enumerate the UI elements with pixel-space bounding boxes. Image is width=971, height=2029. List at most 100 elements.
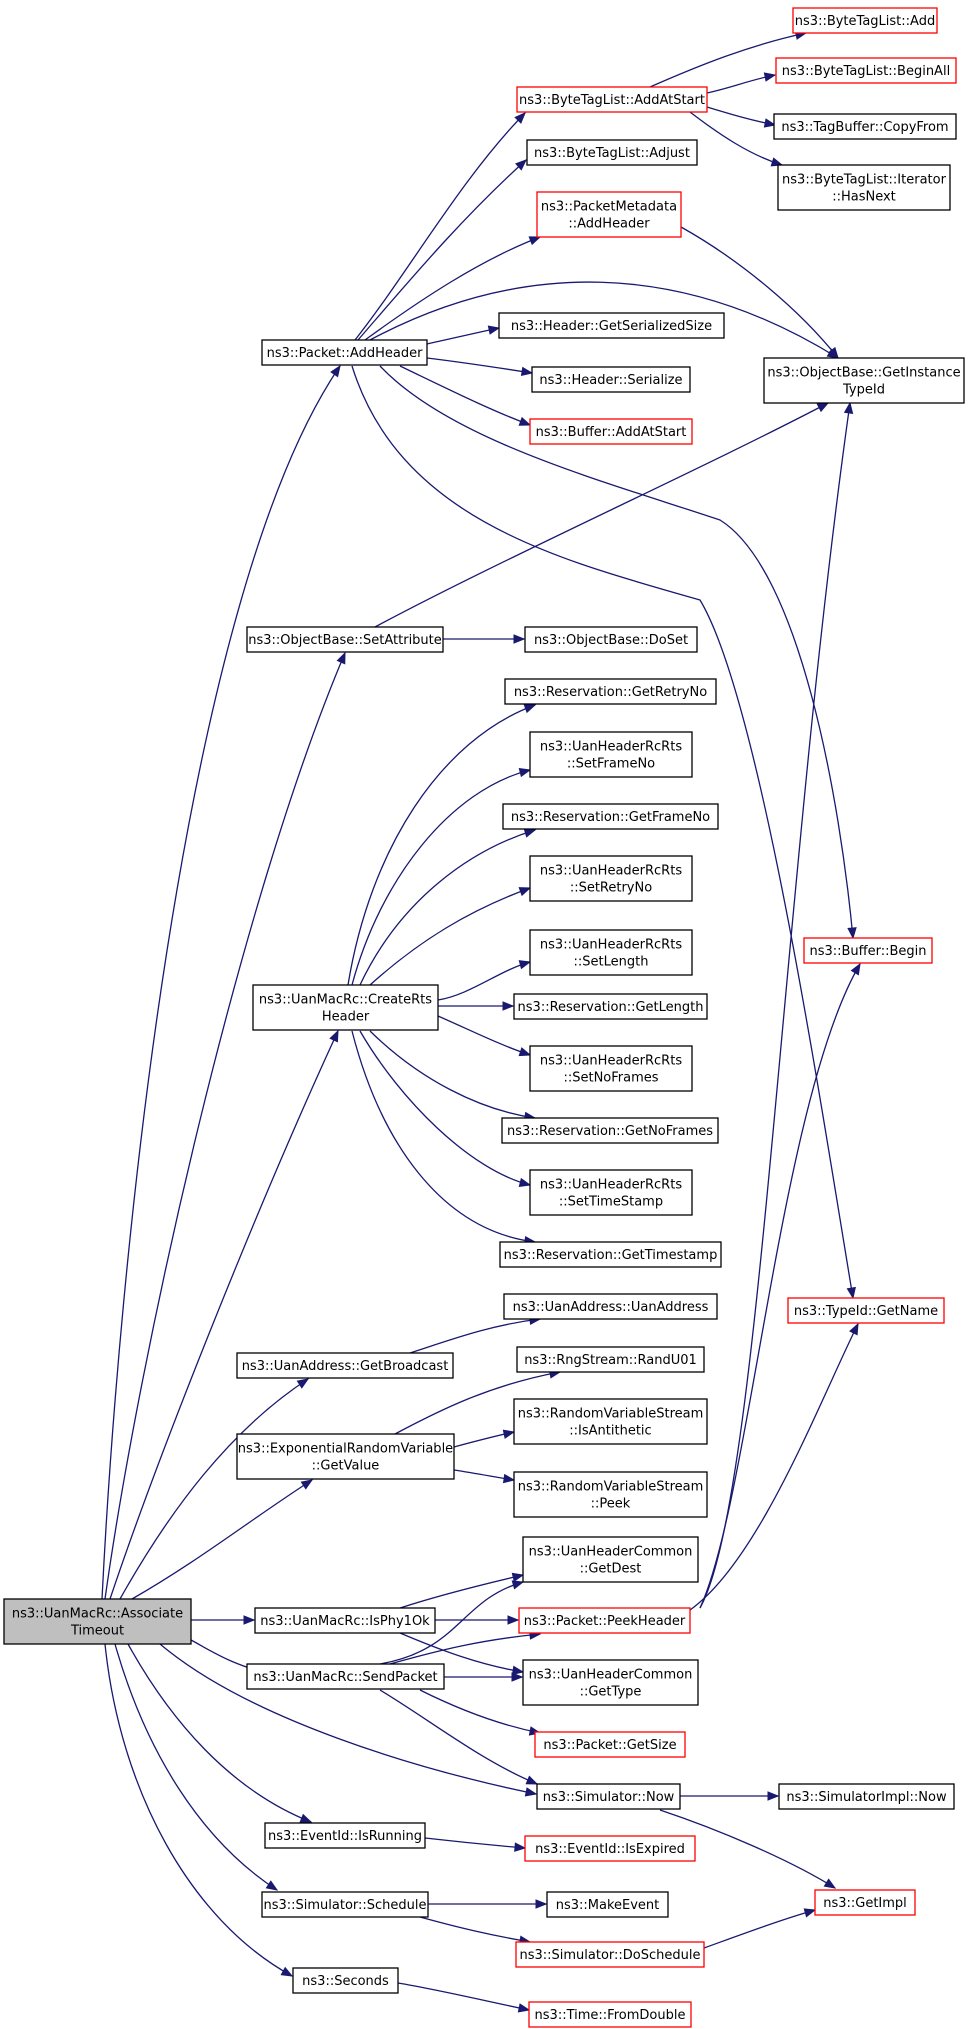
function-node-iterHasNext[interactable]: ns3::ByteTagList::Iterator::HasNext: [777, 164, 951, 211]
function-node-uanAddress[interactable]: ns3::UanAddress::UanAddress: [503, 1293, 718, 1320]
function-node-getImpl[interactable]: ns3::GetImpl: [814, 1889, 916, 1916]
call-edge-addHeader-to-btlAdjust: [357, 159, 527, 341]
arrowhead-root-to-setAttribute: [336, 651, 346, 665]
function-node-label: ns3::TypeId::GetName: [794, 1304, 938, 1319]
function-node-label: ns3::RngStream::RandU01: [524, 1353, 697, 1368]
arrowhead-sendPacket-to-simNow: [525, 1775, 539, 1785]
function-node-label: ns3::UanAddress::GetBroadcast: [242, 1359, 449, 1374]
function-node-box: [529, 731, 693, 778]
function-node-label: ns3::UanHeaderRcRts: [540, 1178, 682, 1193]
function-node-box: [261, 1891, 429, 1918]
function-node-label: ::Peek: [591, 1497, 631, 1512]
call-edge-addHeader-to-bufBegin: [379, 365, 854, 939]
function-node-pmAddHeader[interactable]: ns3::PacketMetadata::AddHeader: [536, 191, 682, 238]
arrowhead-root-to-schedule: [265, 1880, 279, 1891]
call-edge-isPhy1Ok-to-getType: [399, 1632, 524, 1673]
call-edge-sendPacket-to-getDest: [379, 1581, 524, 1665]
function-node-addHeader[interactable]: ns3::Packet::AddHeader: [261, 339, 428, 366]
call-edge-peekHeader-to-getInstanceTypeId: [699, 402, 851, 1609]
function-node-makeEvent[interactable]: ns3::MakeEvent: [546, 1891, 669, 1918]
function-node-setLength[interactable]: ns3::UanHeaderRcRts::SetLength: [529, 929, 693, 976]
function-node-btlAddAtStart[interactable]: ns3::ByteTagList::AddAtStart: [516, 86, 708, 113]
function-node-label: ns3::Time::FromDouble: [535, 2008, 686, 2023]
function-node-peekHeader[interactable]: ns3::Packet::PeekHeader: [518, 1607, 691, 1634]
function-node-fromDouble[interactable]: ns3::Time::FromDouble: [528, 2001, 692, 2028]
function-node-expGetValue[interactable]: ns3::ExponentialRandomVariable::GetValue: [236, 1433, 455, 1480]
function-node-pktGetSize[interactable]: ns3::Packet::GetSize: [534, 1731, 686, 1758]
function-node-box: [775, 57, 957, 84]
function-node-box: [528, 2001, 692, 2028]
call-edge-root-to-getBroadcast: [119, 1378, 309, 1600]
function-node-label: ns3::Reservation::GetFrameNo: [511, 810, 710, 825]
function-node-resGetLength[interactable]: ns3::Reservation::GetLength: [513, 993, 708, 1020]
function-node-box: [534, 1731, 686, 1758]
function-node-setRetryNo[interactable]: ns3::UanHeaderRcRts::SetRetryNo: [529, 855, 693, 902]
function-node-setNoFrames[interactable]: ns3::UanHeaderRcRts::SetNoFrames: [529, 1045, 693, 1092]
function-node-obDoSet[interactable]: ns3::ObjectBase::DoSet: [524, 626, 698, 653]
function-node-box: [516, 86, 708, 113]
call-edge-root-to-createRts: [109, 1030, 339, 1600]
call-edge-expGetValue-to-randU01: [394, 1371, 561, 1435]
function-node-isRunning[interactable]: ns3::EventId::IsRunning: [264, 1822, 426, 1849]
arrowhead-root-to-expGetValue: [300, 1479, 314, 1490]
function-node-resGetFrameNo[interactable]: ns3::Reservation::GetFrameNo: [502, 803, 719, 830]
function-node-doSchedule[interactable]: ns3::Simulator::DoSchedule: [515, 1941, 705, 1968]
function-node-label: ns3::SimulatorImpl::Now: [786, 1790, 947, 1805]
function-node-resGetRetryNo[interactable]: ns3::Reservation::GetRetryNo: [504, 678, 717, 705]
function-node-getDest[interactable]: ns3::UanHeaderCommon::GetDest: [522, 1536, 699, 1583]
function-node-bufBegin[interactable]: ns3::Buffer::Begin: [803, 937, 933, 964]
function-node-resGetTimestamp[interactable]: ns3::Reservation::GetTimestamp: [499, 1241, 722, 1268]
function-node-sendPacket[interactable]: ns3::UanMacRc::SendPacket: [246, 1663, 445, 1690]
function-node-hdrGetSerSize[interactable]: ns3::Header::GetSerializedSize: [498, 312, 725, 339]
arrowhead-peekHeader-to-bufBegin: [850, 962, 861, 976]
arrowhead-setAttribute-to-getInstanceTypeId: [816, 402, 830, 413]
function-node-box: [513, 993, 708, 1020]
function-node-label: ns3::UanMacRc::IsPhy1Ok: [260, 1614, 430, 1629]
call-edge-isRunning-to-isExpired: [424, 1837, 526, 1849]
function-node-box: [529, 855, 693, 902]
function-node-resGetNoFrames[interactable]: ns3::Reservation::GetNoFrames: [501, 1117, 719, 1144]
function-node-bufAddAtStart[interactable]: ns3::Buffer::AddAtStart: [529, 418, 693, 445]
call-edge-addHeader-to-hdrGetSerSize: [426, 327, 500, 345]
function-node-box: [502, 803, 719, 830]
function-node-btlAdd[interactable]: ns3::ByteTagList::Add: [792, 7, 938, 34]
function-node-setFrameNo[interactable]: ns3::UanHeaderRcRts::SetFrameNo: [529, 731, 693, 778]
function-node-getBroadcast[interactable]: ns3::UanAddress::GetBroadcast: [236, 1352, 454, 1379]
function-node-simNow[interactable]: ns3::Simulator::Now: [536, 1783, 681, 1810]
function-node-schedule[interactable]: ns3::Simulator::Schedule: [261, 1891, 429, 1918]
call-edge-addHeader-to-pmAddHeader: [364, 236, 541, 341]
function-node-label: ns3::UanMacRc::CreateRts: [259, 993, 432, 1008]
function-node-box: [504, 678, 717, 705]
function-node-hdrSerialize[interactable]: ns3::Header::Serialize: [531, 366, 691, 393]
arrowhead-peekHeader-to-getInstanceTypeId: [843, 401, 854, 415]
call-edge-seconds-to-fromDouble: [397, 1982, 530, 2011]
function-node-btlBeginAll[interactable]: ns3::ByteTagList::BeginAll: [775, 57, 957, 84]
function-node-simImplNow[interactable]: ns3::SimulatorImpl::Now: [778, 1783, 955, 1810]
function-node-label: ns3::UanHeaderRcRts: [540, 938, 682, 953]
function-node-setTimeStamp[interactable]: ns3::UanHeaderRcRts::SetTimeStamp: [529, 1169, 693, 1216]
function-node-isExpired[interactable]: ns3::EventId::IsExpired: [524, 1835, 696, 1862]
function-node-isAntithetic[interactable]: ns3::RandomVariableStream::IsAntithetic: [513, 1398, 708, 1445]
function-node-box: [246, 626, 444, 653]
function-node-isPhy1Ok[interactable]: ns3::UanMacRc::IsPhy1Ok: [254, 1607, 436, 1634]
call-edge-addHeader-to-btlAddAtStart: [354, 112, 526, 341]
function-node-seconds[interactable]: ns3::Seconds: [292, 1967, 399, 1994]
function-node-tbCopyFrom[interactable]: ns3::TagBuffer::CopyFrom: [773, 113, 957, 140]
function-node-randU01[interactable]: ns3::RngStream::RandU01: [516, 1346, 705, 1373]
arrowhead-createRts-to-resGetFrameNo: [523, 828, 537, 838]
function-node-getType[interactable]: ns3::UanHeaderCommon::GetType: [522, 1659, 699, 1706]
call-edge-btlAddAtStart-to-btlBeginAll: [706, 74, 776, 94]
function-node-box: [529, 929, 693, 976]
function-node-btlAdjust[interactable]: ns3::ByteTagList::Adjust: [526, 139, 698, 166]
call-edge-createRts-to-setFrameNo: [351, 769, 531, 986]
function-node-typeIdGetName[interactable]: ns3::TypeId::GetName: [787, 1297, 945, 1324]
function-node-label: ns3::ObjectBase::GetInstance: [767, 366, 960, 381]
function-node-label: ns3::Reservation::GetRetryNo: [514, 685, 707, 700]
arrowhead-addHeader-to-hdrSerialize: [520, 366, 534, 377]
function-node-setAttribute[interactable]: ns3::ObjectBase::SetAttribute: [246, 626, 444, 653]
call-edge-addHeader-to-hdrSerialize: [426, 357, 533, 374]
call-edge-sendPacket-to-peekHeader: [389, 1633, 541, 1665]
function-node-peek[interactable]: ns3::RandomVariableStream::Peek: [513, 1471, 708, 1518]
